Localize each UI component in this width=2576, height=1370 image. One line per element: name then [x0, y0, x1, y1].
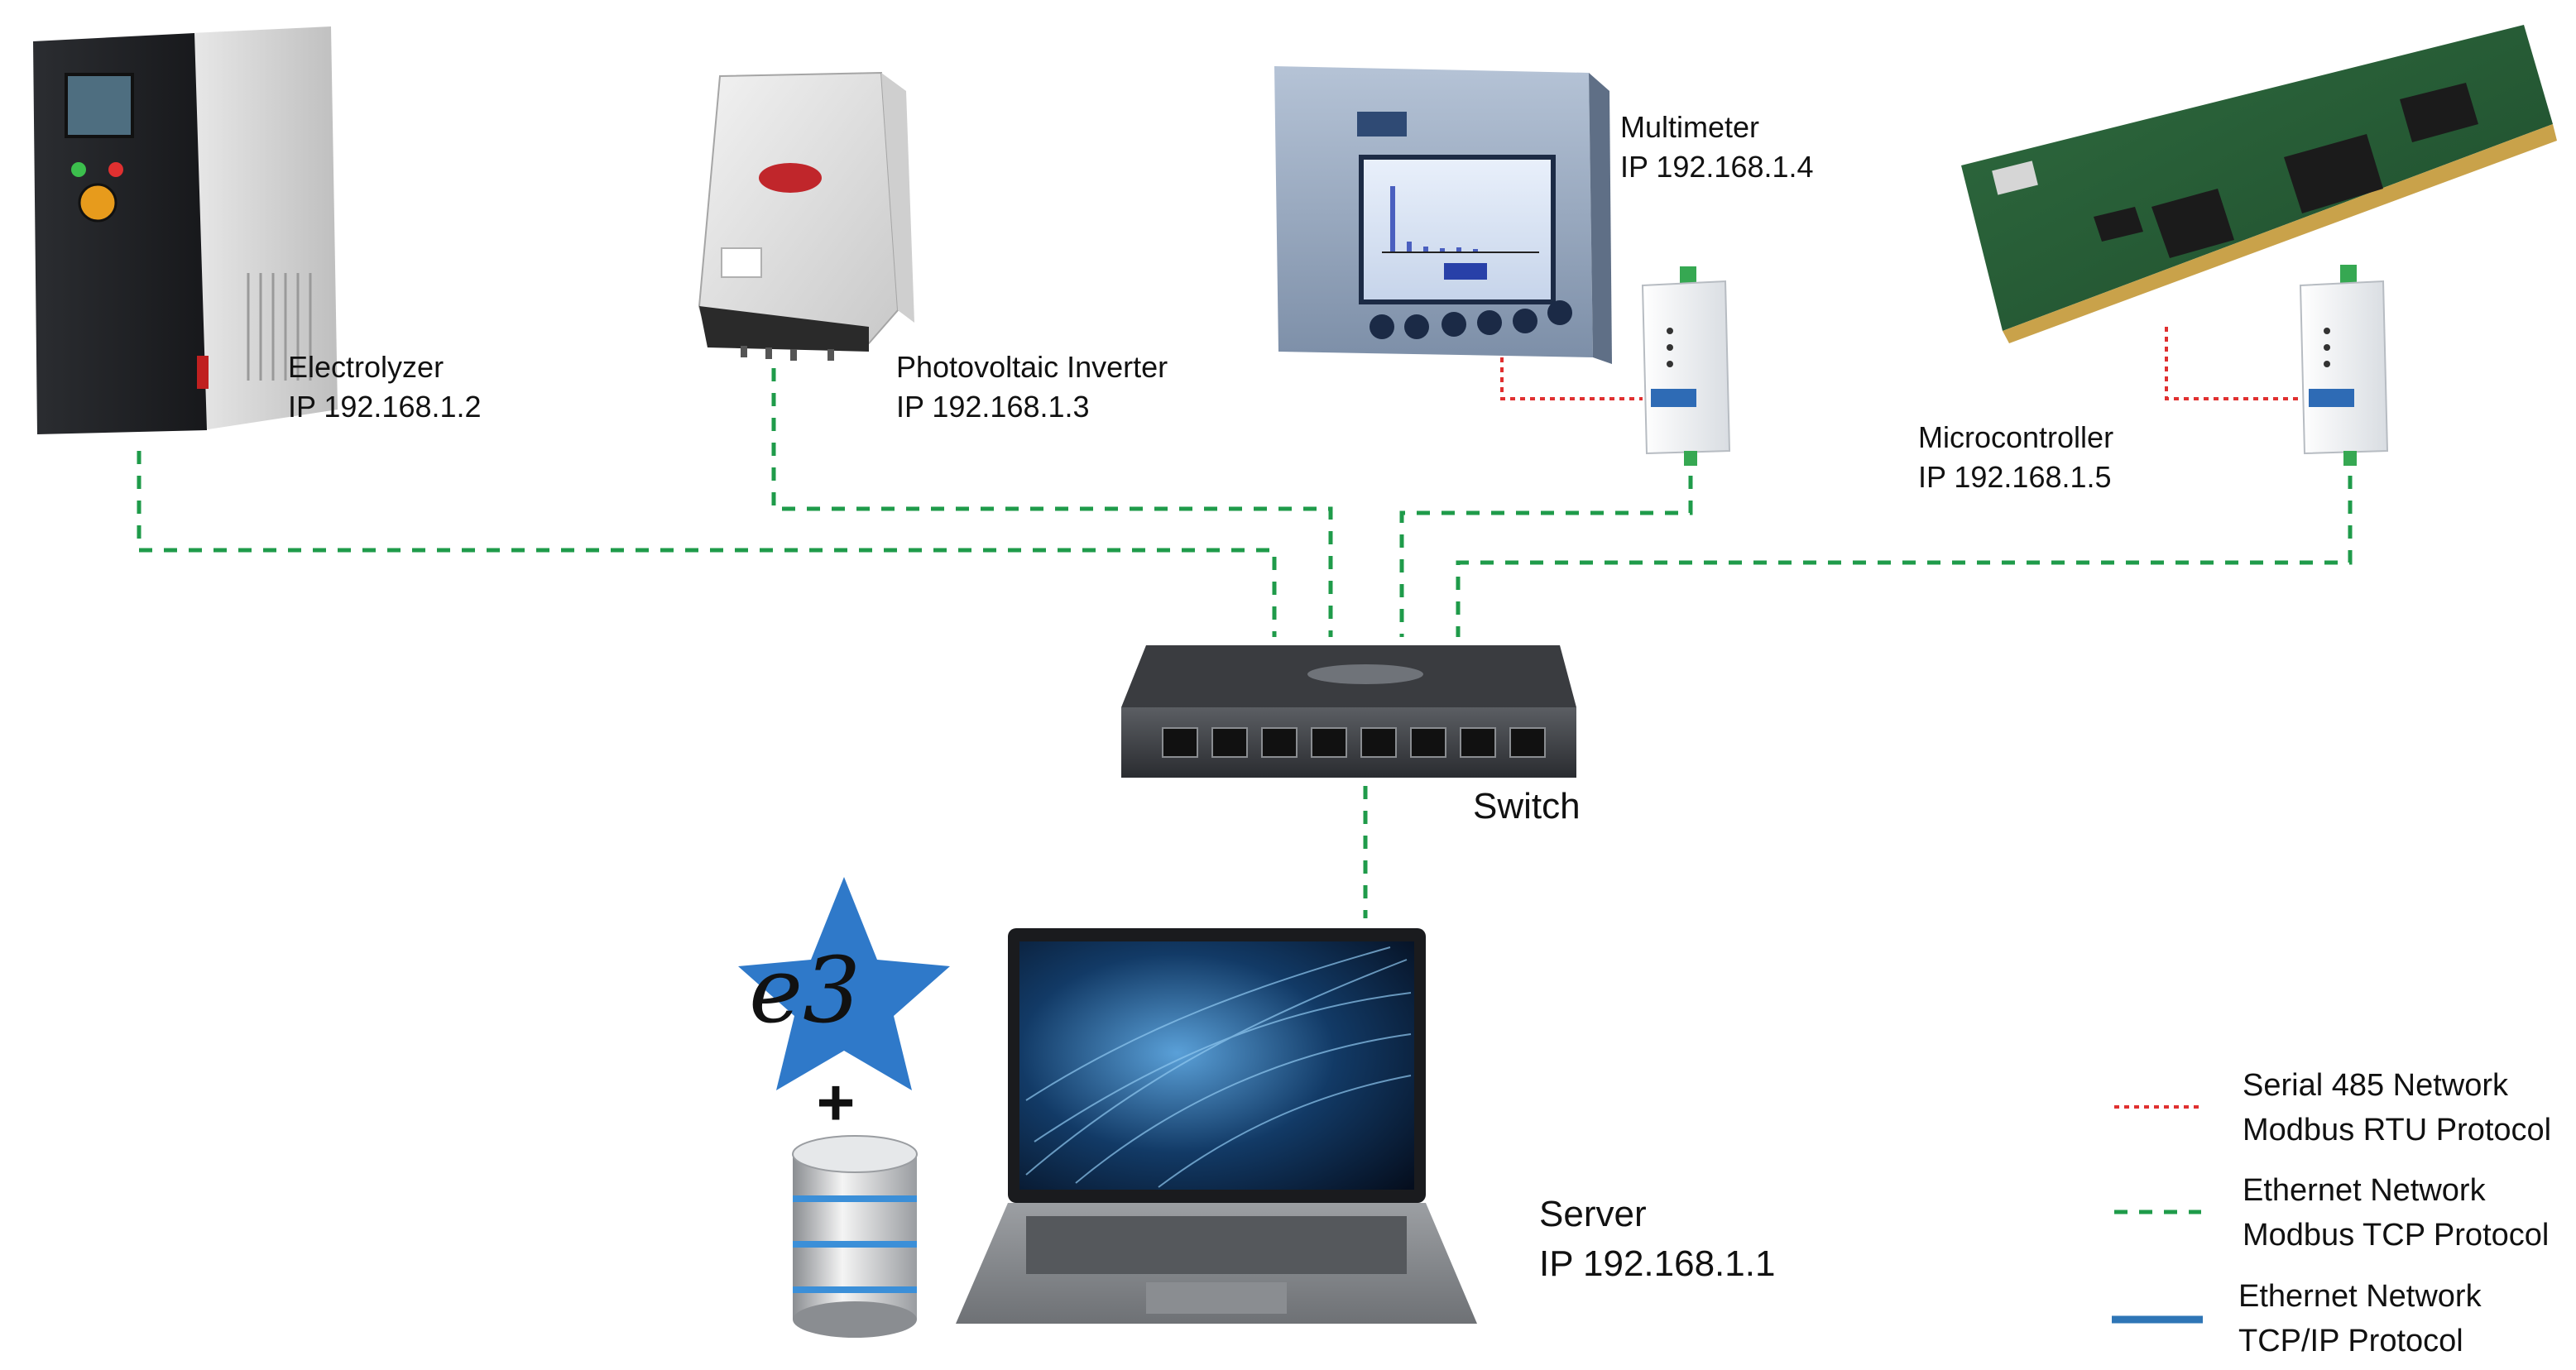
switch-name: Switch: [1473, 786, 1581, 826]
microcontroller-label: Microcontroller IP 192.168.1.5: [1918, 418, 2113, 497]
server-label: Server IP 192.168.1.1: [1539, 1190, 1775, 1289]
multimeter-buttons: [1370, 300, 1572, 339]
legend-ethernet-modbus-line1: Ethernet Network: [2243, 1173, 2486, 1208]
plus-sign: +: [817, 1066, 856, 1139]
switch-ports: [1162, 727, 1546, 758]
multimeter-label: Multimeter IP 192.168.1.4: [1620, 108, 1814, 187]
microcontroller-ip: IP 192.168.1.5: [1918, 460, 2112, 494]
microcontroller-device: [1961, 25, 2557, 343]
inverter-device: [698, 71, 914, 361]
link-multimeter-switch: [1399, 451, 1693, 637]
legend-serial-line1: Serial 485 Network: [2243, 1068, 2509, 1103]
server-ip: IP 192.168.1.1: [1539, 1243, 1776, 1284]
emergency-stop-icon: [78, 183, 118, 223]
server-name: Server: [1539, 1194, 1647, 1234]
fronius-logo: [759, 163, 822, 193]
link-electrolyzer-switch: [137, 451, 1277, 637]
electrolyzer-name: Electrolyzer: [288, 350, 444, 384]
laptop-screen: [1019, 941, 1414, 1190]
multimeter-converter: [1641, 266, 1731, 466]
electrolyzer-device: [33, 26, 338, 434]
link-microcontroller-switch: [1456, 451, 2353, 637]
laptop-server: [956, 928, 1477, 1324]
switch-device: [1121, 645, 1576, 778]
laptop-keyboard: [1026, 1216, 1407, 1274]
database-icon: [792, 1135, 918, 1338]
link-multimeter-converter: [1500, 347, 1643, 400]
electrolyzer-ip: IP 192.168.1.2: [288, 390, 482, 424]
serial-links: [1500, 327, 2300, 400]
laptop-touchpad: [1146, 1282, 1287, 1314]
microcontroller-name: Microcontroller: [1918, 420, 2114, 454]
multimeter-device: [1274, 66, 1612, 364]
electrolyzer-label: Electrolyzer IP 192.168.1.2: [288, 347, 482, 427]
electrolyzer-screen: [65, 73, 134, 138]
legend-lines: [2112, 1105, 2203, 1324]
multimeter-name: Multimeter: [1620, 110, 1760, 144]
microcontroller-converter: [2299, 265, 2389, 466]
inverter-ip: IP 192.168.1.3: [896, 390, 1090, 424]
weg-logo: [1357, 112, 1407, 137]
e3-logo-letter: e3: [749, 937, 861, 1043]
link-microcontroller-converter: [2165, 327, 2300, 400]
usb-connector: [1992, 160, 2038, 195]
inverter-label: Photovoltaic Inverter IP 192.168.1.3: [896, 347, 1168, 427]
legend-serial-line2: Modbus RTU Protocol: [2243, 1113, 2552, 1147]
legend-item-ethernet-modbus: Ethernet Network Modbus TCP Protocol: [2243, 1168, 2549, 1257]
legend-ethernet-modbus-line2: Modbus TCP Protocol: [2243, 1218, 2550, 1253]
e3-software-logo: e3: [738, 877, 950, 1090]
multimeter-ip: IP 192.168.1.4: [1620, 150, 1814, 184]
tp-link-logo: [1307, 664, 1423, 684]
switch-label: Switch: [1473, 782, 1581, 831]
legend-item-serial: Serial 485 Network Modbus RTU Protocol: [2243, 1063, 2551, 1152]
multimeter-screen: [1359, 155, 1556, 304]
inverter-name: Photovoltaic Inverter: [896, 350, 1168, 384]
legend-item-tcpip: Ethernet Network TCP/IP Protocol: [2238, 1274, 2482, 1363]
legend-tcpip-line2: TCP/IP Protocol: [2238, 1324, 2463, 1358]
ethernet-links: [137, 368, 2353, 918]
legend-tcpip-line1: Ethernet Network: [2238, 1279, 2482, 1314]
